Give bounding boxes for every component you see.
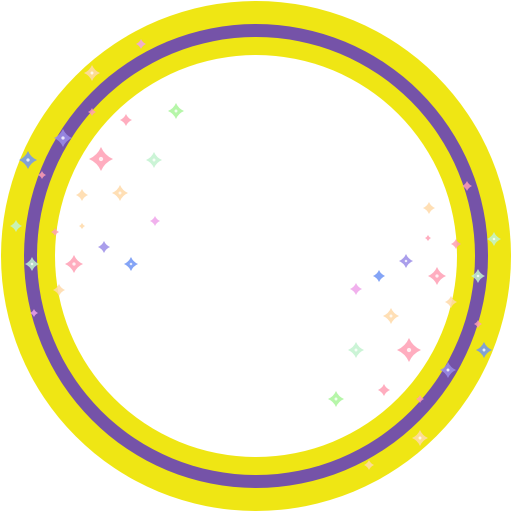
sparkle-icon: [150, 216, 160, 226]
sparkle-glint: [26, 158, 30, 162]
sparkle-icon: [474, 320, 482, 328]
sparkle-glint: [354, 348, 358, 352]
sparkle-icon: [423, 202, 435, 214]
sparkle-glint: [334, 397, 338, 401]
sparkle-icon: [79, 223, 85, 229]
sparkle-glint: [482, 348, 486, 352]
sparkle-glint: [404, 259, 408, 263]
sparkle-icon: [10, 220, 22, 232]
sparkle-decorations: [10, 39, 501, 470]
sparkle-glint: [90, 71, 94, 75]
sparkle-icon: [364, 460, 374, 470]
sparkle-glint: [61, 136, 65, 140]
sparkle-icon: [98, 241, 110, 253]
sparkle-glint: [129, 262, 133, 266]
sparkle-icon: [30, 309, 38, 317]
sparkle-glint: [446, 368, 450, 372]
sparkle-icon: [451, 239, 461, 249]
sparkle-icon: [350, 283, 362, 295]
sparkle-icon: [378, 384, 390, 396]
sparkle-icon: [53, 284, 65, 296]
sparkle-glint: [476, 274, 480, 278]
sparkle-glint: [174, 109, 178, 113]
sparkle-icon: [445, 296, 457, 308]
sparkle-glint: [152, 158, 156, 162]
sparkle-icon: [373, 270, 385, 282]
sparkle-glint: [492, 237, 496, 241]
sparkle-glint: [30, 262, 34, 266]
sparkle-glint: [389, 314, 393, 318]
sparkle-glint: [98, 156, 104, 162]
sparkle-icon: [120, 114, 132, 126]
sparkle-icon: [76, 189, 88, 201]
sparkle-icon: [462, 181, 472, 191]
sparkle-icon: [416, 395, 424, 403]
sparkle-glint: [435, 274, 439, 278]
sparkle-icon: [136, 39, 146, 49]
sparkle-icon: [425, 235, 431, 241]
sparkle-icon: [51, 228, 59, 236]
sparkle-glint: [118, 191, 122, 195]
sparkle-glint: [406, 347, 412, 353]
sparkle-glint: [418, 436, 422, 440]
sparkle-icon: [38, 171, 46, 179]
center-white-area: [55, 55, 457, 457]
sparkle-glint: [72, 262, 76, 266]
sparkle-icon: [88, 108, 96, 116]
